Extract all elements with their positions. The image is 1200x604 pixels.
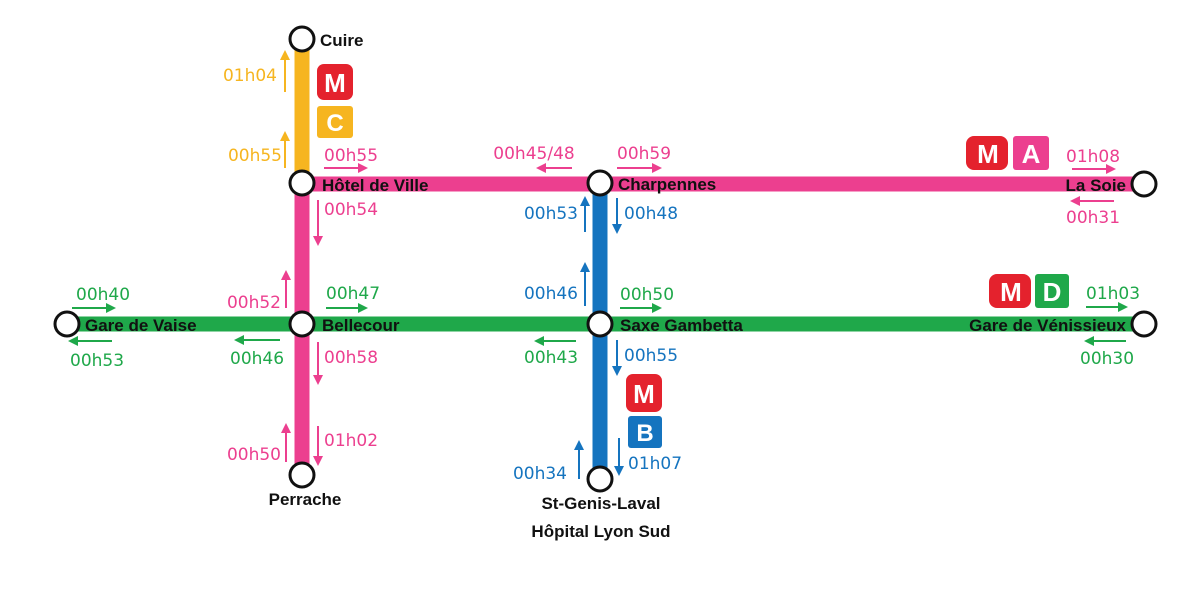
- metro-a-badge-m: [966, 136, 1008, 170]
- time-b-charpennes-down: 00h48: [624, 204, 678, 224]
- station-label-perrache: Perrache: [269, 490, 342, 509]
- time-b-saxe-down: 00h55: [624, 346, 678, 366]
- time-d-bellecour-east: 00h47: [326, 284, 380, 304]
- metro-c-badge-m-text: M: [324, 68, 346, 98]
- time-d-to-vaise: 00h40: [76, 285, 130, 305]
- line-b-badge-text: B: [636, 420, 653, 447]
- time-d-bellecour-west: 00h46: [230, 349, 284, 369]
- time-d-to-venissieux: 01h03: [1086, 284, 1140, 304]
- time-a-hdv-east: 00h55: [324, 146, 378, 166]
- station-hotel-de-ville[interactable]: [288, 169, 316, 197]
- time-a-perrache-down: 01h02: [324, 431, 378, 451]
- metro-b-badge-m: [626, 374, 662, 412]
- station-label-cuire: Cuire: [320, 31, 363, 50]
- station-gare-de-vaise[interactable]: [53, 310, 81, 338]
- station-bellecour[interactable]: [288, 310, 316, 338]
- time-a-perrache-up: 00h50: [227, 445, 281, 465]
- time-a-charpennes-east: 00h59: [617, 144, 671, 164]
- line-a-badge-text: A: [1022, 139, 1041, 169]
- metro-a-badge-m-text: M: [977, 139, 999, 169]
- station-charpennes[interactable]: [586, 169, 614, 197]
- time-d-saxe-east: 00h50: [620, 285, 674, 305]
- time-b-charpennes-up: 00h53: [524, 204, 578, 224]
- metro-b-badge-m-text: M: [633, 379, 655, 409]
- time-b-saxe-up: 00h46: [524, 284, 578, 304]
- metro-d-badge-m-text: M: [1000, 277, 1022, 307]
- metro-c-badge-m: [317, 64, 353, 100]
- time-a-hdv-south: 00h54: [324, 200, 378, 220]
- time-a-from-la-soie: 00h31: [1066, 208, 1120, 228]
- time-d-from-vaise: 00h53: [70, 351, 124, 371]
- station-st-genis-laval[interactable]: [586, 465, 614, 493]
- station-label-st-genis-laval: St-Genis-Laval: [541, 494, 660, 513]
- station-label-bellecour: Bellecour: [322, 316, 400, 335]
- time-d-saxe-west: 00h43: [524, 348, 578, 368]
- line-c-badge-text: C: [326, 110, 343, 137]
- station-saxe-gambetta[interactable]: [586, 310, 614, 338]
- station-gare-de-venissieux[interactable]: [1130, 310, 1158, 338]
- station-perrache[interactable]: [288, 461, 316, 489]
- time-a-bellecour-down: 00h58: [324, 348, 378, 368]
- line-d-badge: [1035, 274, 1069, 308]
- station-cuire[interactable]: [288, 25, 316, 53]
- station-label-charpennes: Charpennes: [618, 175, 716, 194]
- station-la-soie[interactable]: [1130, 170, 1158, 198]
- time-b-to-st-genis: 01h07: [628, 454, 682, 474]
- time-c-to-cuire: 01h04: [223, 66, 277, 86]
- station-label-gare-de-vaise: Gare de Vaise: [85, 316, 197, 335]
- time-a-bellecour-up: 00h52: [227, 293, 281, 313]
- line-c-badge: [317, 106, 353, 138]
- line-d-badge-text: D: [1043, 277, 1062, 307]
- line-b-badge: [628, 416, 662, 448]
- line-a-badge: [1013, 136, 1049, 170]
- station-label-saxe-gambetta: Saxe Gambetta: [620, 316, 743, 335]
- station-label-gare-de-venissieux: Gare de Vénissieux: [969, 316, 1126, 335]
- time-a-to-la-soie: 01h08: [1066, 147, 1120, 167]
- time-a-charpennes-west: 00h45/48: [493, 144, 574, 164]
- station-label-la-soie: La Soie: [1066, 176, 1126, 195]
- station-label-hotel-de-ville: Hôtel de Ville: [322, 176, 428, 195]
- metro-d-badge-m: [989, 274, 1031, 308]
- time-d-from-venissieux: 00h30: [1080, 349, 1134, 369]
- time-c-hotel-de-ville: 00h55: [228, 146, 282, 166]
- station-label-hopital-lyon-sud: Hôpital Lyon Sud: [531, 522, 670, 541]
- time-b-from-st-genis: 00h34: [513, 464, 567, 484]
